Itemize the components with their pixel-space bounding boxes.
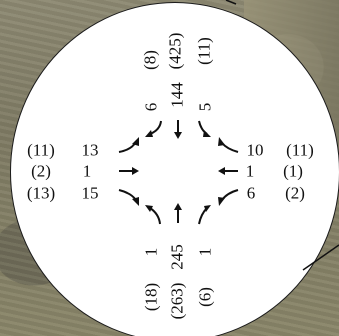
- north-volume-left: 5: [197, 103, 214, 112]
- west-volume-through: 1: [83, 163, 92, 180]
- south-left-turn-arrow: [150, 208, 160, 224]
- north-volume-through: 144: [169, 82, 186, 108]
- west-secondary-left: (11): [27, 142, 55, 159]
- west-through-arrowhead: [132, 167, 139, 175]
- east-left-turn-arrowhead: [218, 197, 225, 206]
- south-secondary-through: (263): [169, 283, 186, 320]
- leader-line-top: [226, 0, 236, 4]
- south-through-arrowhead: [174, 203, 182, 210]
- east-secondary-left: (2): [285, 185, 305, 202]
- east-volume-right: 10: [247, 142, 264, 159]
- east-volume-through: 1: [246, 163, 255, 180]
- north-secondary-right: (8): [142, 50, 159, 70]
- west-secondary-through: (2): [31, 163, 51, 180]
- north-through-arrowhead: [174, 132, 182, 139]
- east-volume-left: 6: [247, 185, 256, 202]
- north-volume-right: 6: [143, 103, 160, 112]
- north-left-turn-arrowhead: [203, 130, 211, 137]
- south-volume-through: 245: [169, 244, 186, 270]
- north-secondary-left: (11): [196, 37, 213, 65]
- south-secondary-right: (6): [197, 287, 214, 307]
- north-right-turn-arrowhead: [145, 130, 153, 137]
- north-right-turn-arrow: [150, 121, 161, 134]
- south-volume-left: 1: [143, 248, 160, 257]
- east-secondary-right: (11): [286, 142, 314, 159]
- movement-arrows: [119, 120, 238, 224]
- east-right-turn-arrowhead: [218, 137, 225, 146]
- west-right-turn-arrowhead: [132, 197, 139, 206]
- south-secondary-left: (18): [143, 283, 160, 311]
- leader-line-bottom: [303, 245, 339, 270]
- west-right-turn-arrow: [119, 190, 136, 200]
- south-volume-right: 1: [197, 248, 214, 257]
- west-secondary-right: (13): [27, 185, 55, 202]
- north-secondary-through: (425): [167, 33, 184, 70]
- west-volume-left: 13: [82, 142, 99, 159]
- east-through-arrowhead: [218, 167, 225, 175]
- east-secondary-through: (1): [283, 163, 303, 180]
- west-volume-right: 15: [82, 185, 99, 202]
